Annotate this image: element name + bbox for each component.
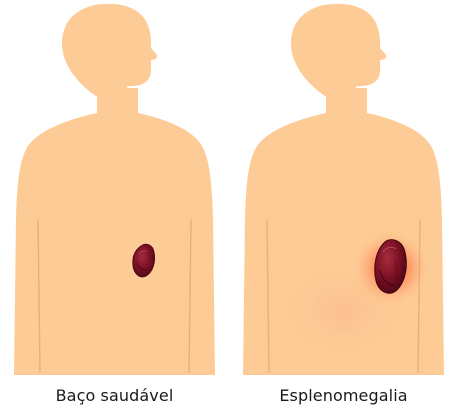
healthy-spleen-caption: Baço saudável	[0, 386, 229, 405]
splenomegaly-caption: Esplenomegalia	[229, 386, 458, 405]
healthy-body-illustration	[0, 0, 229, 375]
splenomegaly-body-illustration	[229, 0, 458, 375]
splenomegaly-figure: Esplenomegalia	[229, 0, 458, 412]
human-silhouette	[14, 4, 215, 375]
healthy-spleen-figure: Baço saudável	[0, 0, 229, 412]
